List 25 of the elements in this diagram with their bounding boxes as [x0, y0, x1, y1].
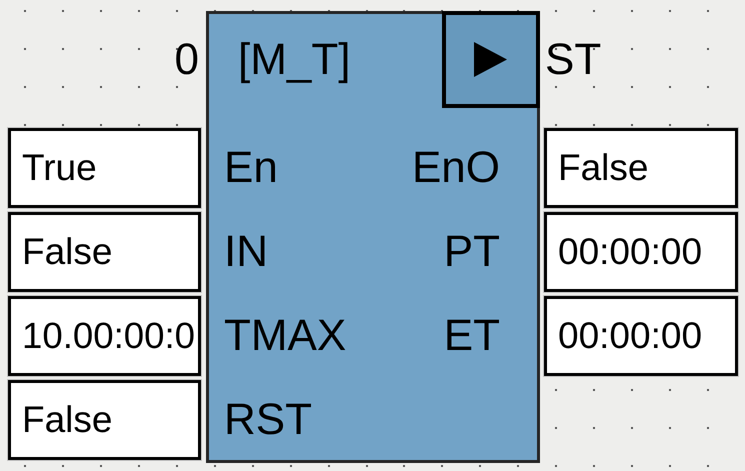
value-text: False: [558, 146, 648, 190]
pin-label: PT: [444, 226, 500, 278]
pin-label: ET: [444, 310, 500, 362]
block-title: [M_T]: [238, 34, 350, 86]
value-field: [8, 212, 201, 292]
pin-label: IN: [224, 226, 268, 278]
function-block: [206, 11, 540, 463]
pin-label: TMAX: [224, 310, 346, 362]
pin-label: RST: [224, 394, 312, 446]
value-text: False: [22, 230, 112, 274]
pin-label: En: [224, 142, 278, 194]
value-text: True: [22, 146, 97, 190]
value-field: [544, 212, 738, 292]
value-field: [8, 128, 201, 208]
value-text: 00:00:00: [558, 230, 702, 274]
value-field: [544, 296, 738, 376]
value-text: 10.00:00:0: [22, 314, 195, 358]
value-text: False: [22, 398, 112, 442]
value-field: [8, 296, 201, 376]
value-text: 00:00:00: [558, 314, 702, 358]
order-number: 0: [174, 34, 199, 86]
pin-label: EnO: [412, 142, 500, 194]
type-label: ST: [545, 34, 602, 86]
value-field: [544, 128, 738, 208]
value-field: [8, 380, 201, 460]
